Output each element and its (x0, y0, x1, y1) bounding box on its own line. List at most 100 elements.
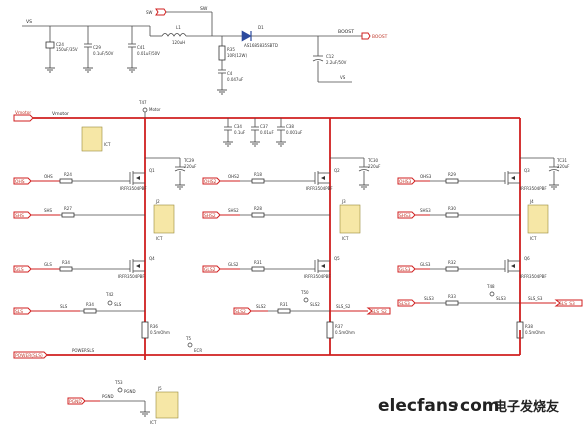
q6-part: IRFR3504PBF (520, 274, 547, 279)
port-gls3-icon (397, 265, 416, 273)
connector-j4 (527, 204, 549, 234)
resistor-r30 (445, 212, 459, 218)
sls-port-label: SLS (15, 309, 23, 315)
ohs3-port-label: OHS3 (399, 179, 412, 185)
resistor-r-sense-2 (277, 308, 291, 314)
ohs-net-label: OHS (44, 174, 53, 179)
watermark-cn: 电子发烧友 (494, 399, 559, 415)
mosfet-q1-icon (129, 171, 145, 185)
t48-ref: T48 (486, 284, 495, 289)
gls3-port-label: GLS3 (399, 267, 411, 273)
sw-port-label: SW (146, 10, 153, 15)
port-gls2-icon (202, 265, 221, 273)
sls-s2-port-label: SLS_S2 (371, 309, 387, 315)
sls-net-label: SLS (60, 304, 68, 309)
port-gls-icon (13, 265, 32, 273)
ground-icon (83, 67, 93, 73)
r36-value: 0.5mOhm (150, 330, 170, 335)
c4-ref: C4 (227, 71, 233, 76)
tp-pgnd-label: PGND (124, 389, 136, 394)
port-sls-s3-icon (554, 299, 583, 307)
c24-ref: C24 (56, 42, 64, 47)
phase-3-half-bridge: TC31 220uF OHS3 OHS3 R29 Q3 IRFR3504PBF … (330, 157, 583, 356)
connector-j2 (153, 204, 175, 234)
testpoint-t47-icon (142, 107, 148, 113)
r34-ref: R34 (62, 260, 70, 265)
tp-sls3-label: SLS3 (496, 296, 506, 301)
q3-part: IRFR3504PBF (520, 186, 547, 191)
port-ohs-icon (13, 177, 32, 185)
watermark-tld: com (460, 396, 499, 416)
elecfans-watermark: elecfans · com 电子发烧友 (378, 396, 559, 416)
pgnd-port-label: PGND (69, 399, 82, 405)
r37-ref: R37 (335, 324, 343, 329)
resistor-r24 (59, 178, 73, 184)
r18-ref: R18 (254, 172, 262, 177)
j4-ic: ICT (530, 236, 537, 241)
watermark-brand: elecfans (378, 396, 458, 416)
r27-ref: R27 (64, 206, 72, 211)
mosfet-q3-icon (504, 171, 520, 185)
phase-2-half-bridge: TC30 220uF OHS2 OHS2 R18 Q2 IRFR3504PBF … (202, 118, 391, 355)
r30-ref: R30 (448, 206, 456, 211)
l1-ref: L1 (176, 25, 181, 30)
c37-value: 0.01uF (260, 130, 274, 135)
l1-value: 120uH (172, 40, 185, 45)
shs-net-label: SHS (44, 208, 53, 213)
capacitor-c24 (45, 41, 55, 49)
tc30-value: 220uF (368, 164, 381, 169)
q2-part: IRFR3504PBF (306, 186, 333, 191)
port-pgnd-icon (67, 397, 86, 405)
t42-ref: T42 (105, 292, 114, 297)
mosfet-q5-icon (314, 259, 330, 273)
diode-d1-icon (241, 30, 252, 42)
c12-value: 2.2uF/50V (326, 60, 347, 65)
tp-sls2-label: SLS2 (310, 302, 320, 307)
shs-port-label: SHS (15, 213, 24, 219)
sls2-port-label: SLS2 (235, 309, 246, 315)
sls3-port-label: SLS3 (399, 301, 410, 307)
c37-ref: C37 (260, 124, 268, 129)
ohs2-port-label: OHS2 (204, 179, 217, 185)
j2-ic: ICT (156, 236, 163, 241)
phase-1-half-bridge: ICT TC29 220uF OHS OHS R24 Q1 IRFR3504PB… (13, 118, 330, 425)
mosfet-q4-icon (129, 259, 145, 273)
boost-port-label: BOOST (372, 34, 388, 40)
mosfet-q6-icon (504, 259, 520, 273)
r31-ref: R31 (254, 260, 262, 265)
tc29-ref: TC29 (183, 158, 195, 163)
t47-ref: T47 (138, 100, 147, 105)
tp-sls-label: SLS (114, 302, 122, 307)
ohs-port-label: OHS (15, 179, 25, 185)
j3-ref: J3 (341, 199, 346, 204)
r36-ref: R36 (150, 324, 158, 329)
r24-ref: R24 (64, 172, 72, 177)
shs3-port-label: SHS3 (399, 213, 411, 219)
c24-value: 150uF/35V (56, 47, 78, 52)
port-shs-icon (13, 211, 32, 219)
c41-value: 0.01uF/50V (137, 51, 160, 56)
sls2-net-label: SLS2 (256, 304, 266, 309)
d1-ref: D1 (258, 25, 264, 30)
sls-s3-port-label: SLS_S3 (559, 301, 575, 307)
t5-ref: T5 (185, 336, 191, 341)
sw-net-label: SW (200, 6, 208, 12)
resistor-r34 (59, 266, 73, 272)
resistor-r33 (445, 300, 459, 306)
ohs2-net-label: OHS2 (228, 174, 240, 179)
ground-icon (217, 89, 227, 95)
resistor-r28 (251, 212, 265, 218)
shs2-port-label: SHS2 (204, 213, 216, 219)
resistor-r29 (445, 178, 459, 184)
t53-ref: T53 (114, 380, 123, 385)
tc31-value: 220uF (557, 164, 570, 169)
q6-ref: Q6 (524, 256, 530, 261)
j5-ic: ICT (150, 420, 157, 425)
inductor-l1 (161, 33, 187, 37)
gls-net-label: GLS (44, 262, 52, 267)
power-sls-net-label: POWERSLS (72, 348, 95, 353)
resistor-r31 (251, 266, 265, 272)
t50-ref: T50 (300, 290, 309, 295)
connector-j3 (339, 204, 361, 234)
